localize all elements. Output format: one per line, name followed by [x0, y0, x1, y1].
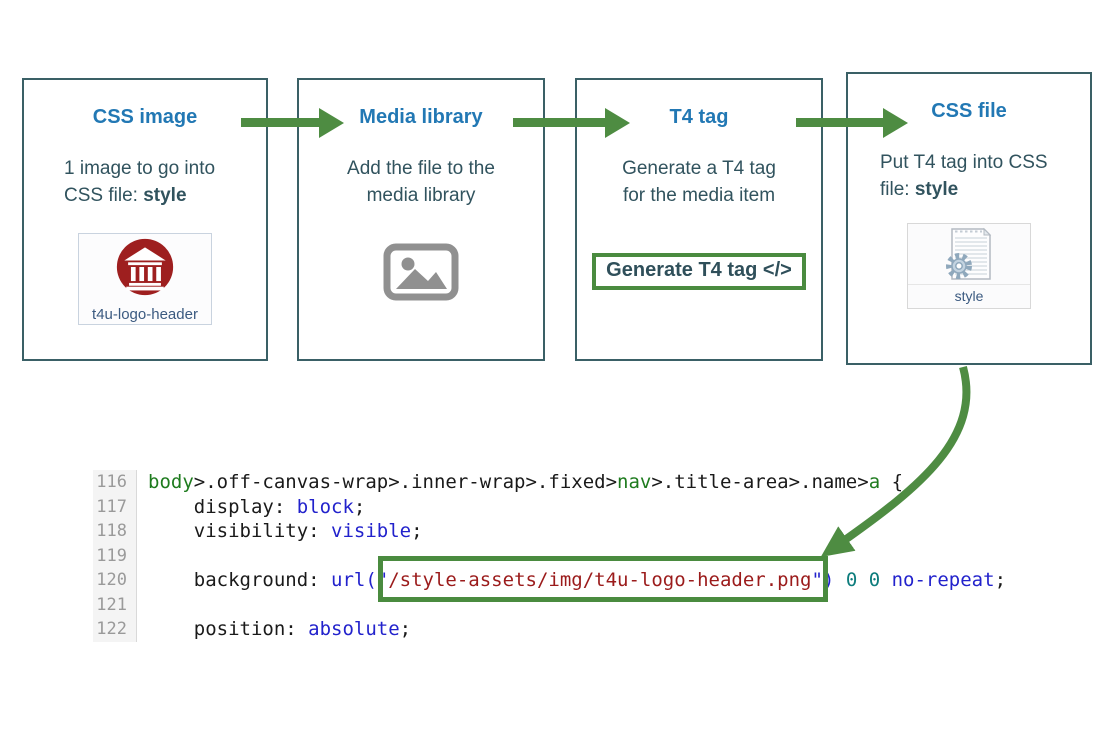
thumbnail-label: t4u-logo-header: [92, 306, 198, 323]
code-token: no-repeat: [891, 569, 995, 591]
step-description: Put T4 tag into CSS file: style: [848, 149, 1090, 203]
flow-arrow-icon: [796, 118, 883, 127]
code-row: 117 display: block;: [93, 494, 1006, 520]
code-line: display: block;: [137, 495, 366, 520]
code-token: >.title-area>.name>: [651, 471, 869, 493]
code-token: visibility:: [148, 520, 332, 542]
image-placeholder-icon: [383, 243, 459, 301]
step-box-media-library: Media library Add the file to the media …: [297, 78, 545, 361]
code-line: body>.off-canvas-wrap>.inner-wrap>.fixed…: [137, 470, 903, 495]
code-line: [137, 593, 148, 618]
url-highlight-box: [378, 556, 828, 602]
code-token: >.off-canvas-wrap>.inner-wrap>.fixed>: [193, 471, 618, 493]
thumbnail-label: style: [908, 284, 1030, 308]
generate-t4-tag-button: Generate T4 tag </>: [592, 253, 806, 290]
code-token: ;: [353, 495, 366, 518]
code-token: "): [811, 569, 835, 591]
code-token: position:: [148, 618, 309, 640]
code-row: 118 visibility: visible;: [93, 519, 1006, 544]
style-file-thumbnail: style: [907, 223, 1031, 309]
flow-arrow-icon: [241, 118, 319, 127]
code-row: 116 body>.off-canvas-wrap>.inner-wrap>.f…: [93, 470, 1006, 495]
gear-document-icon-svg: [946, 227, 992, 280]
curved-arrow-icon: [820, 365, 971, 557]
code-token: {: [880, 471, 904, 493]
t4u-logo-thumbnail: t4u-logo-header: [78, 233, 212, 325]
code-token: absolute: [308, 618, 400, 640]
code-row: 120 background: url("/style-assets/img/t…: [93, 568, 1006, 593]
code-token: block: [296, 495, 354, 518]
code-line: position: absolute;: [137, 617, 411, 642]
file-name-emphasis: style: [143, 185, 187, 206]
step-box-css-file: CSS file Put T4 tag into CSS file: style…: [846, 72, 1092, 365]
flow-arrow-icon: [513, 118, 605, 127]
code-token: background:: [148, 569, 332, 591]
code-token: nav: [617, 471, 652, 493]
step-description-line2: media library: [366, 185, 476, 206]
step-description-line2: for the media item: [622, 185, 776, 206]
code-token: ;: [399, 618, 412, 640]
step-description-line1: 1 image to go into: [64, 158, 216, 179]
step-description-line1: Add the file to the: [347, 158, 495, 179]
line-number: 122: [93, 617, 137, 642]
code-block: 116 body>.off-canvas-wrap>.inner-wrap>.f…: [93, 470, 1006, 642]
line-number: 117: [93, 494, 137, 519]
code-token: body: [148, 471, 194, 493]
code-token: [880, 569, 891, 591]
highlighted-url-text: /style-assets/img/t4u-logo-header.png: [388, 569, 812, 591]
step-description: Generate a T4 tag for the media item: [577, 155, 821, 209]
step-description-line1: Put T4 tag into CSS: [880, 152, 1048, 173]
line-number: 116: [93, 470, 137, 495]
step-title: T4 tag: [669, 106, 729, 128]
code-line: [137, 544, 148, 569]
file-name-emphasis: style: [914, 179, 959, 200]
step-description: Add the file to the media library: [299, 155, 543, 209]
code-token: url(": [331, 569, 389, 591]
line-number: 121: [93, 592, 137, 617]
code-token: 0 0: [845, 569, 881, 591]
bank-logo-icon: [116, 238, 174, 296]
step-title: Media library: [359, 106, 483, 128]
step-description-line2: CSS file:: [64, 185, 144, 206]
step-description-line2: file:: [880, 179, 915, 200]
code-token: ;: [994, 569, 1007, 591]
step-box-css-image: CSS image 1 image to go into CSS file: s…: [22, 78, 268, 361]
line-number: 120: [93, 568, 137, 593]
step-description: 1 image to go into CSS file: style: [24, 155, 266, 209]
code-row: 121: [93, 592, 1006, 618]
code-row: 119: [93, 543, 1006, 569]
line-number: 119: [93, 543, 137, 568]
code-row: 122 position: absolute;: [93, 617, 1006, 642]
step-title: CSS file: [931, 100, 1007, 122]
code-token: a: [868, 471, 881, 493]
code-token: visible: [331, 520, 412, 542]
code-token: [834, 569, 845, 591]
code-token: display:: [148, 495, 297, 518]
code-token: ;: [411, 520, 423, 542]
step-description-line1: Generate a T4 tag: [622, 158, 776, 179]
code-line: background: url("/style-assets/img/t4u-l…: [137, 568, 1006, 593]
code-line: visibility: visible;: [137, 519, 423, 544]
line-number: 118: [93, 519, 137, 544]
gear-document-icon: [908, 224, 1030, 284]
step-title: CSS image: [92, 106, 198, 128]
